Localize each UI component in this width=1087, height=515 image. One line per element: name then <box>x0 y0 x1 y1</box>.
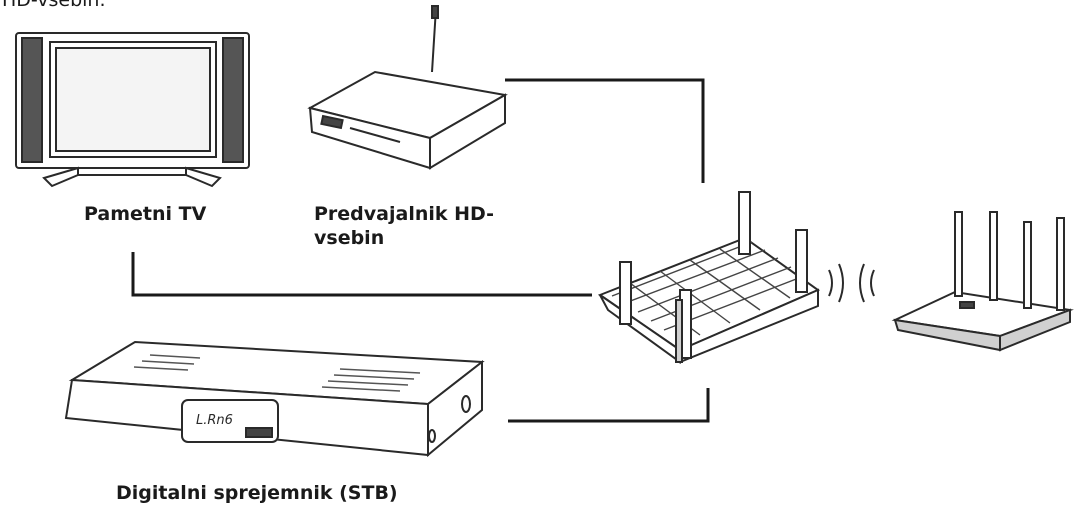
secondary-router-icon <box>891 211 1074 352</box>
connection-lines <box>131 78 710 423</box>
smart-tv-label: Pametni TV <box>84 203 207 225</box>
wireless-signal-icon <box>828 263 875 303</box>
media-player-icon <box>307 5 508 170</box>
heading-fragment: HD-vsebin. <box>2 0 106 11</box>
smart-tv-icon <box>15 32 250 188</box>
line-player-to-router <box>505 78 705 183</box>
set-top-box-icon <box>64 340 485 458</box>
stb-display-text: L.Rn6 <box>196 413 233 428</box>
line-stb-to-router <box>508 388 710 423</box>
media-player-label: Predvajalnik HD-vsebin <box>314 203 495 249</box>
main-router-icon <box>597 191 821 364</box>
line-tv-to-router <box>131 252 592 297</box>
set-top-box-label: Digitalni sprejemnik (STB) <box>116 482 398 504</box>
